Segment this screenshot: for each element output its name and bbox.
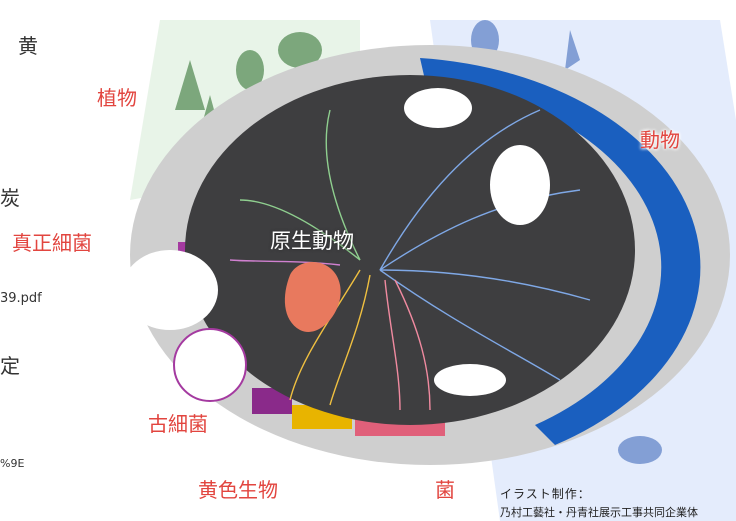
label-yellow-organisms: 黄色生物 [198, 478, 278, 502]
label-eukaryota: 真正細菌 [12, 231, 92, 255]
illustration-credit-line-2: 乃村工藝社・丹青社展示工事共同企業体 [500, 506, 698, 519]
center-disk [185, 75, 635, 425]
illustration-credit-line-1: イラスト制作： [500, 487, 591, 501]
label-protozoa: 原生動物 [270, 229, 354, 253]
animals-band [420, 58, 701, 445]
speech-bubble-left [122, 250, 218, 330]
edge-char-2: 炭 [0, 186, 20, 210]
label-animals: 動物 [640, 128, 680, 152]
branch-lines [229, 109, 591, 411]
archaea-circle [173, 328, 247, 402]
label-plants: 植物 [97, 86, 137, 110]
label-fungi: 菌 [435, 478, 455, 502]
protozoa-blob [284, 262, 341, 332]
label-archaea: 古細菌 [148, 412, 208, 436]
speech-bubble-top [404, 88, 472, 128]
speech-bubble-bottom [434, 364, 506, 396]
edge-file-fragment: 39.pdf [0, 291, 42, 306]
edge-char-3: 定 [0, 354, 20, 378]
speech-bubble-right [490, 145, 550, 225]
edge-url-fragment: %9E [0, 457, 25, 470]
edge-char-1: 黄 [18, 34, 38, 58]
